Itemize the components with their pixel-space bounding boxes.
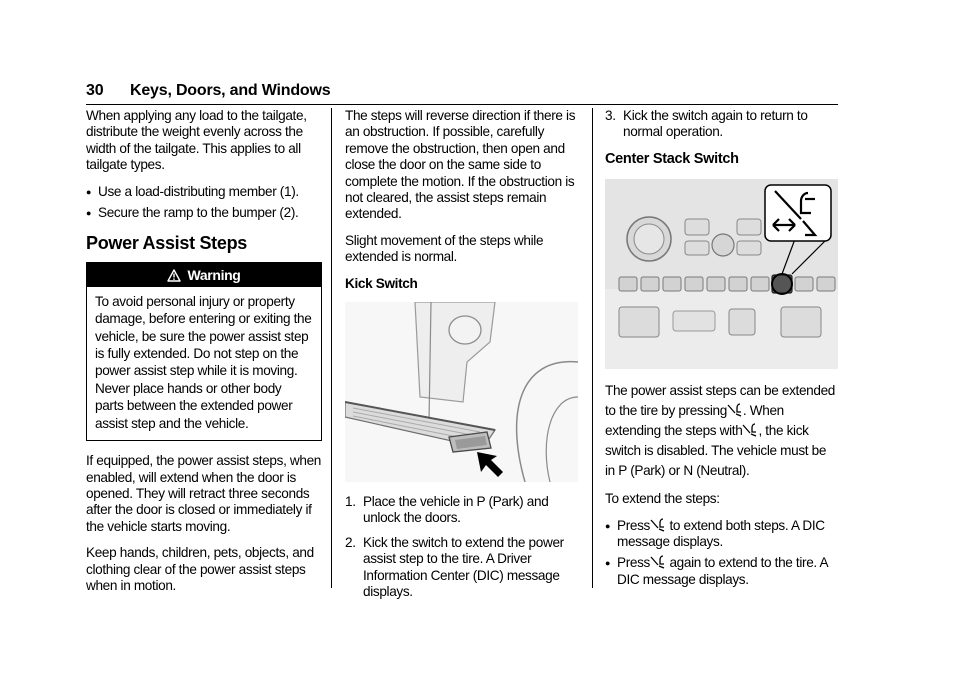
column-divider: [592, 108, 593, 588]
power-step-icon: [650, 517, 665, 532]
step-text: Kick the switch to extend the power assi…: [363, 534, 564, 600]
column-divider: [331, 108, 332, 588]
column-2: The steps will reverse direction if ther…: [345, 108, 581, 611]
bullet-item: Press to extend both steps. A DIC messag…: [605, 518, 838, 551]
step-text: Place the vehicle in P (Park) and unlock…: [363, 494, 549, 526]
column-3: 3. Kick the switch again to return to nor…: [605, 108, 838, 598]
step-text: Kick the switch again to return to norma…: [623, 108, 808, 140]
power-step-icon: [742, 423, 757, 437]
step-number: 1.: [345, 494, 356, 510]
power-step-icon: [727, 403, 742, 417]
page-number: 30: [86, 82, 104, 99]
warning-box: Warning To avoid personal injury or prop…: [86, 261, 322, 442]
paragraph: Slight movement of the steps while exten…: [345, 232, 544, 265]
warning-header: Warning: [87, 262, 321, 287]
kick-switch-steps-continued: 3. Kick the switch again to return to nor…: [605, 108, 838, 141]
step-number: 3.: [605, 108, 616, 123]
tailgate-intro: When applying any load to the tailgate, …: [86, 108, 307, 173]
paragraph: If equipped, the power assist steps, whe…: [86, 453, 322, 534]
section-heading: Center Stack Switch: [605, 150, 739, 167]
paragraph: Keep hands, children, pets, objects, and…: [86, 545, 314, 593]
list-item: 3. Kick the switch again to return to nor…: [605, 108, 838, 141]
paragraph: The power assist steps can be extended t…: [605, 383, 836, 479]
kick-switch-label: Kick Switch: [345, 275, 418, 291]
list-item: 1. Place the vehicle in P (Park) and unlo…: [345, 494, 581, 527]
center-stack-illustration: [605, 179, 838, 370]
power-step-icon: [650, 555, 665, 570]
kick-switch-steps: 1. Place the vehicle in P (Park) and unlo…: [345, 494, 581, 600]
warning-title: Warning: [187, 266, 241, 283]
paragraph: To extend the steps:: [605, 491, 720, 507]
bullet-item: Secure the ramp to the bumper (2).: [86, 205, 322, 222]
kick-switch-illustration: [345, 302, 578, 483]
extend-steps-bullets: Press to extend both steps. A DIC messag…: [605, 518, 838, 589]
bullet-item: Use a load-distributing member (1).: [86, 184, 322, 201]
tailgate-bullets: Use a load-distributing member (1). Secu…: [86, 184, 322, 222]
warning-text: To avoid personal injury or property dam…: [95, 293, 312, 431]
page-header: 30 Keys, Doors, and Windows: [86, 82, 838, 105]
arrow-pointer-icon: [477, 452, 503, 478]
step-number: 2.: [345, 534, 356, 550]
bullet-item: Press again to extend to the tire. A DIC…: [605, 555, 838, 588]
power-step-icon: [772, 190, 818, 237]
section-heading: Power Assist Steps: [86, 233, 247, 254]
warning-triangle-icon: [167, 269, 182, 282]
section-title: Keys, Doors, and Windows: [130, 82, 331, 99]
column-1: When applying any load to the tailgate, …: [86, 108, 322, 604]
list-item: 2. Kick the switch to extend the power as…: [345, 535, 581, 601]
paragraph: The steps will reverse direction if ther…: [345, 108, 576, 222]
